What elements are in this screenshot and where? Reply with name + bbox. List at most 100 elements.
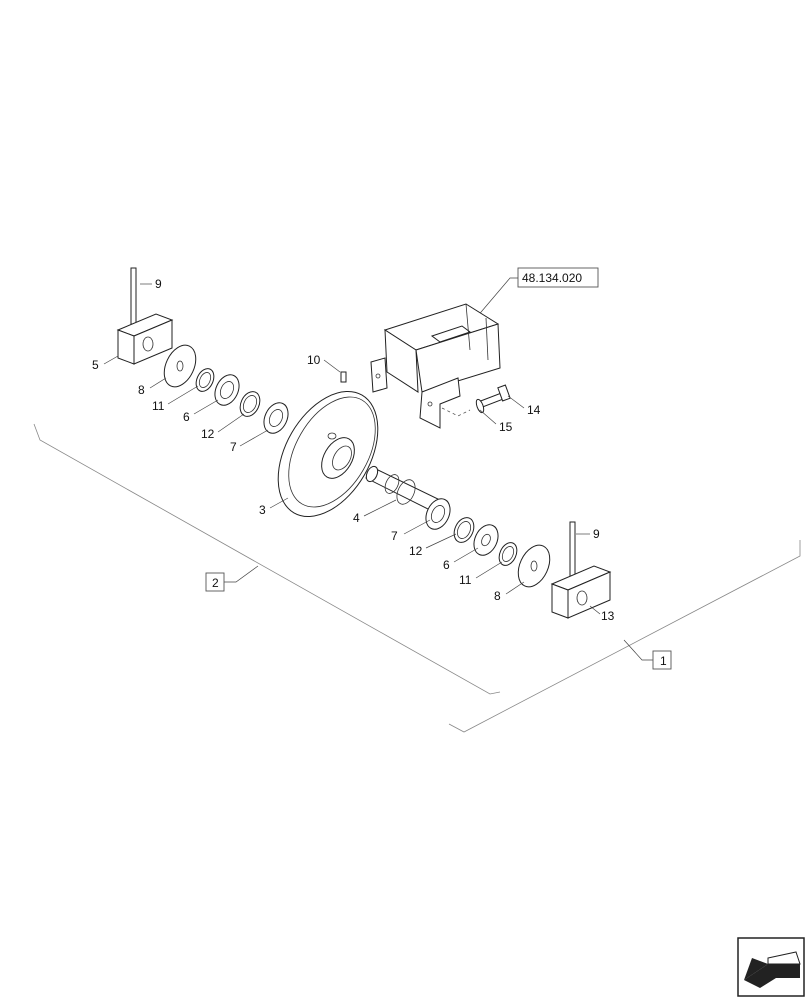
ring-11-left-inner <box>198 372 212 388</box>
group-2-box <box>205 572 225 592</box>
washer-8-left-hole <box>176 360 184 372</box>
ring-12-right-inner <box>456 521 472 539</box>
bracket-left-plate <box>370 357 388 393</box>
frame-group-1-line <box>448 540 801 733</box>
wheel-flange <box>288 396 376 508</box>
callout-10: 10 <box>307 353 321 367</box>
assembly-frame <box>33 423 801 733</box>
shaft-collar-2 <box>396 479 416 505</box>
left-block-hole <box>142 336 154 352</box>
bolt-washer <box>475 398 485 414</box>
left-stack <box>149 344 289 447</box>
nav-arrow-head <box>744 958 768 980</box>
callout-5: 5 <box>92 358 99 372</box>
washer-8-right <box>517 544 551 588</box>
ring-12-left-inner <box>242 395 258 413</box>
nav-arrow-top <box>767 951 801 965</box>
callout-6-left: 6 <box>183 410 190 424</box>
washer-8-left <box>163 344 197 388</box>
navigation-arrow-icon[interactable] <box>737 937 805 997</box>
leader-7-right <box>403 519 431 535</box>
ring-12-right <box>453 517 475 543</box>
reference-code: 48.134.020 <box>522 271 582 285</box>
callout-3: 3 <box>259 503 266 517</box>
callout-9-right: 9 <box>593 527 600 541</box>
bearing-7-left-inner <box>268 409 284 427</box>
plug-10 <box>340 371 347 383</box>
reference-leader <box>475 277 518 319</box>
wheel-plug-hole <box>327 432 337 440</box>
leader-12-right <box>425 533 457 549</box>
right-block-front <box>567 571 611 619</box>
leader-6-right <box>453 547 479 563</box>
seal-6-left-inner <box>219 381 235 399</box>
bearing-7-right <box>425 498 451 530</box>
callout-7-left: 7 <box>230 440 237 454</box>
shaft <box>363 465 441 517</box>
callout-15: 15 <box>499 420 513 434</box>
pin-left <box>130 267 137 325</box>
nav-arrow-shape <box>744 964 800 988</box>
callout-13: 13 <box>601 609 615 623</box>
bracket-hole-left <box>375 373 381 379</box>
callout-group-2: 2 <box>212 576 219 590</box>
leader-7-left <box>239 429 269 447</box>
right-block-assembly <box>550 521 612 619</box>
callout-9-top: 9 <box>155 277 162 291</box>
reference-callout <box>475 267 599 319</box>
bracket-edge-2 <box>485 317 489 361</box>
bolt-assembly <box>475 384 525 425</box>
leader-group-2 <box>224 565 259 583</box>
idler-wheel <box>269 359 379 518</box>
leader-10 <box>323 359 341 373</box>
ring-11-right-inner <box>501 546 515 562</box>
leader-3 <box>269 497 289 509</box>
right-stack <box>403 498 551 595</box>
callout-6-right: 6 <box>443 558 450 572</box>
seal-6-left <box>214 374 240 406</box>
callout-labels: 9 5 8 11 6 12 7 10 3 4 7 12 6 11 8 9 13 … <box>92 271 667 668</box>
leader-11-left <box>167 385 199 405</box>
wheel-bore <box>332 445 352 471</box>
frame-group-2-line <box>33 423 501 695</box>
shaft-collar-1 <box>384 474 400 494</box>
leader-12-left <box>217 413 245 433</box>
left-block-side <box>117 329 135 365</box>
callout-11-left: 11 <box>152 399 165 413</box>
leader-11-right <box>475 561 503 579</box>
callout-14: 14 <box>527 403 541 417</box>
leader-15 <box>479 409 497 425</box>
bolt-head <box>497 384 511 402</box>
bracket-frame <box>370 303 501 429</box>
callout-8-left: 8 <box>138 383 145 397</box>
ring-12-left <box>239 391 261 417</box>
right-block-side <box>551 583 569 619</box>
leader-6-left <box>193 399 219 415</box>
pin-right <box>569 521 576 579</box>
leader-group-1 <box>623 639 653 661</box>
wheel-hub <box>321 437 355 479</box>
callout-12-left: 12 <box>201 427 215 441</box>
callout-12-right: 12 <box>409 544 423 558</box>
callout-11-right: 11 <box>459 573 472 587</box>
ring-11-right <box>498 542 518 566</box>
bolt-axis <box>441 407 471 417</box>
right-block-hole <box>576 590 588 606</box>
ring-11-left <box>195 368 215 392</box>
bearing-7-left <box>263 402 289 434</box>
leader-4 <box>363 499 397 517</box>
leader-5 <box>103 355 119 365</box>
bracket-edge <box>465 303 471 351</box>
callout-8-right: 8 <box>494 589 501 603</box>
bracket-lower-plate <box>419 377 461 429</box>
left-block-assembly <box>103 267 174 365</box>
shaft-end <box>365 465 379 483</box>
seal-6-right-inner <box>481 533 491 547</box>
callout-7-right: 7 <box>391 529 398 543</box>
bracket-hole-right <box>427 401 433 407</box>
leader-8-left <box>149 377 167 389</box>
callout-group-1: 1 <box>660 654 667 668</box>
seal-6-right <box>473 524 499 556</box>
bracket-slot <box>430 325 472 343</box>
